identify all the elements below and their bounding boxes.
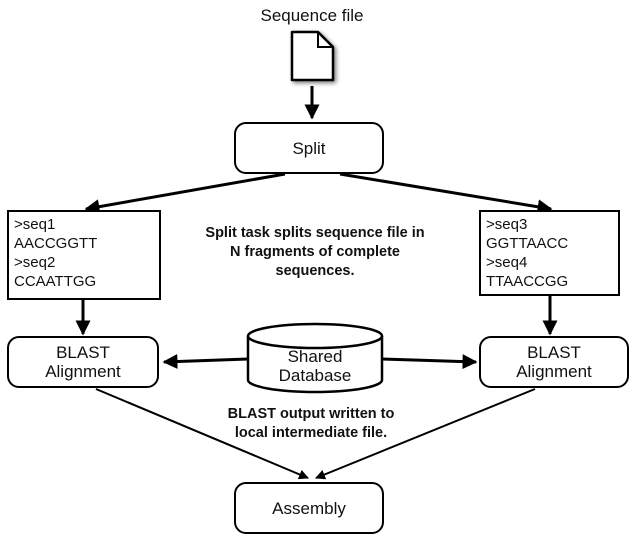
- input-file-label: Sequence file: [260, 6, 364, 25]
- left-seq-line: CCAATTGG: [14, 273, 97, 290]
- right-seq-line: >seq4: [486, 254, 528, 271]
- arrow-split-to-left: [84, 172, 286, 215]
- blast-right-node: BLAST Alignment: [479, 336, 629, 388]
- arrow-right-blast-to-assembly: [315, 388, 536, 480]
- left-seq-line: AACCGGTT: [14, 235, 98, 252]
- left-seq-line: >seq1: [14, 216, 56, 233]
- blast-left-node: BLAST Alignment: [7, 336, 159, 388]
- arrow-db-to-left-blast: [162, 354, 249, 370]
- left-sequence-fragment: >seq1 AACCGGTT >seq2 CCAATTGG: [7, 210, 161, 300]
- split-label: Split: [292, 138, 326, 158]
- split-task-note: Split task splits sequence file in N fra…: [205, 225, 425, 279]
- database-cylinder-icon: [246, 322, 384, 394]
- left-seq-line: >seq2: [14, 254, 56, 271]
- database-label: Shared Database: [278, 347, 352, 385]
- assembly-node: Assembly: [234, 482, 384, 534]
- blast-left-label: BLAST Alignment: [45, 343, 121, 381]
- split-node: Split: [234, 122, 384, 174]
- document-icon: [290, 30, 335, 82]
- arrow-left-blast-to-assembly: [95, 388, 309, 480]
- blast-right-label: BLAST Alignment: [516, 343, 592, 381]
- right-seq-line: GGTTAACC: [486, 235, 569, 252]
- assembly-label: Assembly: [272, 498, 346, 518]
- right-seq-line: >seq3: [486, 216, 528, 233]
- right-seq-line: TTAACCGG: [486, 273, 569, 290]
- arrow-db-to-right-blast: [381, 354, 478, 370]
- blast-output-note: BLAST output written to local intermedia…: [227, 406, 395, 441]
- arrow-split-to-right: [339, 172, 553, 215]
- right-sequence-fragment: >seq3 GGTTAACC >seq4 TTAACCGG: [479, 210, 620, 296]
